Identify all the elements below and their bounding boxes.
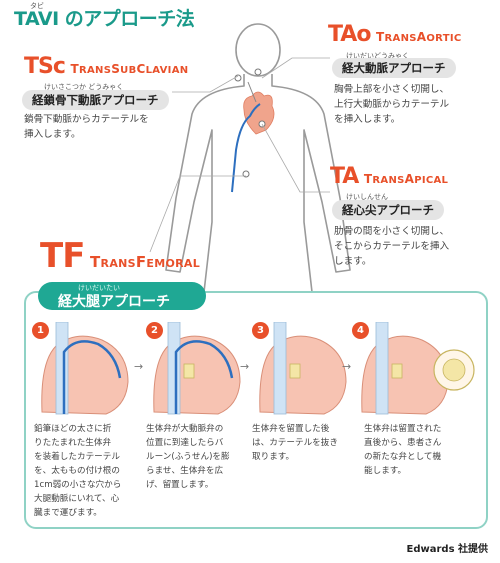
tsc-code: TSc TRANSSUBCLAVIAN: [24, 54, 189, 79]
tao-code: TAo TRANSAORTIC: [328, 22, 462, 47]
tsc-label: 経鎖骨下動脈アプローチ: [22, 90, 169, 110]
image-credit: Edwards 社提供: [406, 544, 489, 555]
ta-ruby: けいしんせん: [346, 193, 388, 201]
step-3-heart-illustration: [259, 322, 347, 415]
tsc-ruby: けいさこつか どうみゃく: [44, 83, 124, 91]
tao-ruby: けいだいどうみゃく: [346, 52, 409, 60]
tf-code: TF TRANSFEMORAL: [40, 236, 201, 276]
tao-desc: 胸骨上部を小さく切開し、上行大動脈からカテーテルを挿入します。: [334, 84, 450, 125]
step-2-number: 2: [146, 322, 163, 339]
tf-label: けいだいたい 経大腿アプローチ: [38, 282, 206, 310]
step-2-desc: 生体弁が大動脈弁の位置に到達したらバルーン(ふうせん)を膨 らませ、生体弁を広げ…: [146, 424, 230, 490]
step-4-heart-illustration: [361, 322, 475, 415]
step-4-number: 4: [352, 322, 369, 339]
ta-label: 経心尖アプローチ: [332, 200, 444, 220]
step-arrow-3: →: [342, 360, 352, 373]
step-1-number: 1: [32, 322, 49, 339]
step-3-desc: 生体弁を留置した後は、カテーテルを抜き取ります。: [252, 424, 338, 462]
page-title: TAVI のアプローチ法: [14, 8, 195, 30]
tao-label: 経大動脈アプローチ: [332, 58, 456, 78]
ta-desc: 肋骨の間を小さく切開し、そこからカテーテルを挿入します。: [334, 226, 450, 267]
tf-ruby: けいだいたい: [78, 284, 120, 292]
step-2-heart-illustration: [153, 322, 241, 415]
leader-lines: [149, 57, 330, 253]
tsc-desc: 鎖骨下動脈からカテーテルを挿入します。: [24, 114, 149, 140]
ta-code: TA TRANSAPICAL: [330, 164, 449, 189]
step-arrow-2: →: [240, 360, 250, 373]
step-1-heart-illustration: [41, 322, 129, 415]
title-ruby: タビ: [30, 2, 44, 10]
step-4-desc: 生体弁は留置された直後から、患者さんの新たな弁として機 能します。: [364, 424, 442, 476]
step-3-number: 3: [252, 322, 269, 339]
step-arrow-1: →: [134, 360, 144, 373]
heart-icon: [243, 91, 275, 135]
body-figure: [165, 23, 351, 292]
catheter-path: [231, 103, 261, 193]
